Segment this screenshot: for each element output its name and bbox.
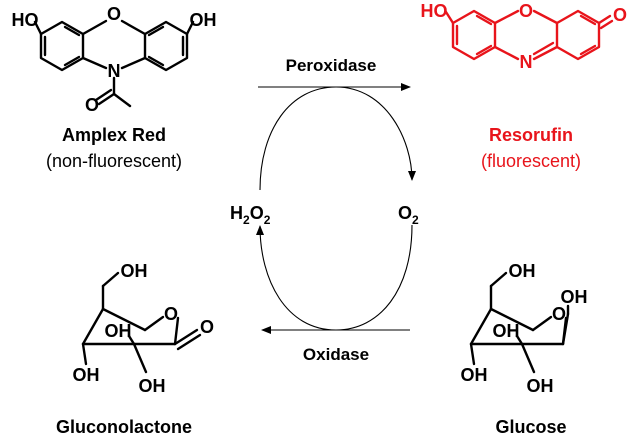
amplex-nitrogen-label: N (108, 61, 121, 81)
resorufin-nitrogen-label: N (520, 52, 533, 72)
glucose-oh-4-label: OH (461, 365, 488, 385)
reaction-cycle (256, 83, 416, 334)
gluconolactone-oh-top-label: OH (121, 261, 148, 281)
glucose-oh-anomeric-label: OH (561, 287, 588, 307)
oxidase-label: Oxidase (303, 345, 369, 364)
resorufin-ho-label: HO (421, 1, 448, 21)
gluconolactone-name: Gluconolactone (56, 417, 192, 437)
gluconolactone-ring-oxygen-label: O (164, 304, 178, 324)
cycle-arc-left-upper (259, 86, 337, 191)
amplex-oh-right-label: OH (190, 10, 217, 30)
resorufin-keto-oxygen-label: O (613, 5, 627, 25)
gluconolactone-carbonyl-oxygen-label: O (200, 317, 214, 337)
glucose-name: Glucose (495, 417, 566, 437)
gluconolactone-oh-2-label: OH (139, 376, 166, 396)
amplex-oh-left-label: HO (12, 10, 39, 30)
gluconolactone-structure: OH O O OH OH OH (73, 261, 215, 396)
amplex-red-structure: HO OH O N O (12, 4, 217, 115)
glucose-structure: OH O OH OH OH OH (461, 261, 588, 396)
resorufin-name: Resorufin (489, 125, 573, 145)
resorufin-structure: HO O N O (421, 1, 628, 72)
glucose-oh-3-label: OH (493, 321, 520, 341)
gluconolactone-oh-4-label: OH (73, 365, 100, 385)
glucose-oh-top-label: OH (509, 261, 536, 281)
cycle-arc-left-lower (256, 225, 337, 331)
amplex-red-description: (non-fluorescent) (46, 151, 182, 171)
cycle-arc-right-lower (335, 224, 413, 331)
resorufin-ring-oxygen-label: O (519, 1, 533, 21)
hydrogen-peroxide-label: H2O2 (230, 203, 271, 227)
amplex-carbonyl-oxygen-label: O (85, 95, 99, 115)
cycle-arc-right-upper (335, 86, 416, 181)
gluconolactone-oh-3-label: OH (105, 321, 132, 341)
resorufin-description: (fluorescent) (481, 151, 581, 171)
peroxidase-label: Peroxidase (286, 56, 377, 75)
oxygen-label: O2 (398, 203, 419, 227)
glucose-ring-oxygen-label: O (552, 304, 566, 324)
glucose-oh-2-label: OH (527, 376, 554, 396)
amplex-red-name: Amplex Red (62, 125, 166, 145)
amplex-ring-oxygen-label: O (107, 4, 121, 24)
